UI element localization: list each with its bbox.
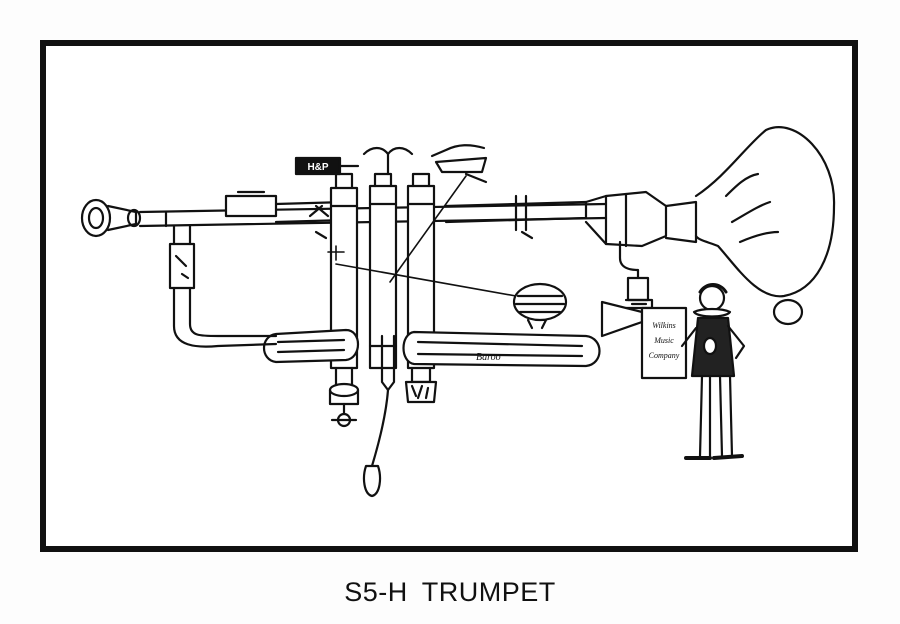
- banner-line-1: Wilkins: [652, 321, 676, 330]
- valve-tag: H&P: [294, 156, 360, 176]
- faucet-handles: [362, 144, 488, 184]
- slide-label: Baroo: [476, 352, 501, 363]
- figure-caption: S5-H TRUMPET: [0, 577, 900, 608]
- mouthpiece: [80, 198, 142, 238]
- control-rods: [327, 175, 517, 297]
- bag-bell: [694, 126, 836, 326]
- pom-pom: [512, 282, 568, 330]
- lower-slides: Baroo: [262, 328, 601, 368]
- water-keys: [328, 334, 438, 498]
- banner-sign: Wilkins Music Company: [640, 306, 688, 380]
- bell-connector: [584, 190, 698, 310]
- banner-line-2: Music: [653, 336, 674, 345]
- left-crook: [168, 224, 278, 348]
- minstrel-figure: [680, 283, 746, 460]
- valve-tag-label: H&P: [307, 162, 328, 173]
- illustration-frame: H&P Baroo: [40, 40, 858, 552]
- trumpet-drawing: H&P Baroo: [80, 126, 836, 498]
- caption-code: S5-H: [344, 577, 408, 607]
- banner-line-3: Company: [649, 351, 680, 360]
- caption-title: TRUMPET: [421, 577, 556, 607]
